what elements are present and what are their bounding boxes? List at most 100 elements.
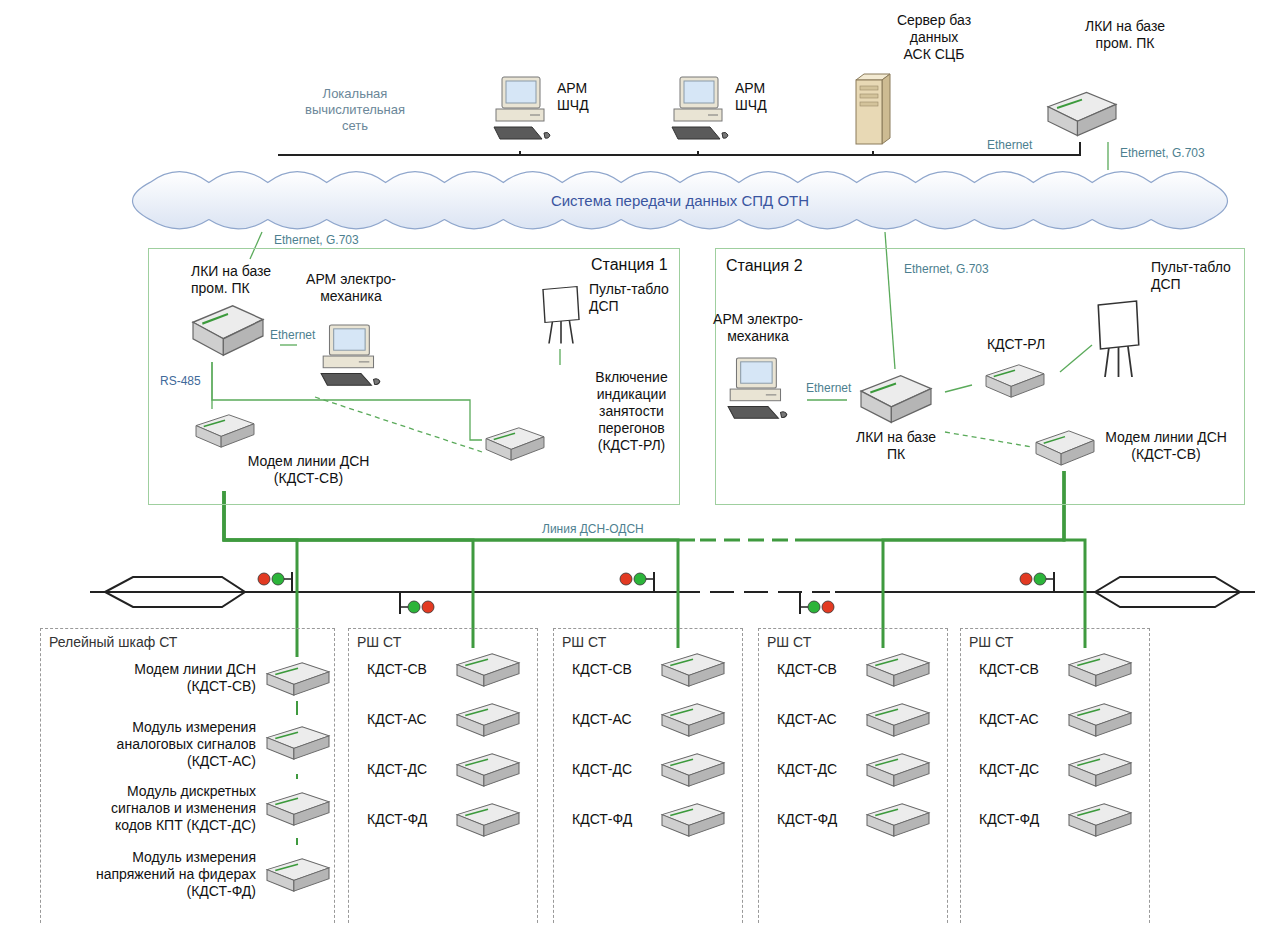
feeder-module: КДСТ-ФД xyxy=(773,798,933,842)
connector-label: Ethernet, G.703 xyxy=(272,233,361,247)
connector xyxy=(1060,345,1092,372)
box-icon xyxy=(486,426,544,462)
node-label: Модуль измерения аналоговых сигналов (КД… xyxy=(91,719,256,770)
connector xyxy=(296,701,298,715)
node-label: Модем линии ДСН (КДСТ-СВ) xyxy=(1101,429,1231,463)
connector-label: Ethernet xyxy=(804,381,853,395)
box-icon xyxy=(861,373,931,425)
connector-label: Ethernet xyxy=(268,328,317,342)
analog-module: КДСТ-АС xyxy=(773,698,933,742)
node-label: Релейный шкаф СТ xyxy=(49,633,249,651)
node-label: Станция 1 xyxy=(591,255,691,275)
modem-device: КДСТ-СВ xyxy=(568,648,728,692)
connector-label: Ethernet, G.703 xyxy=(1118,146,1207,160)
connector xyxy=(807,399,847,400)
box-icon xyxy=(867,802,929,838)
connector xyxy=(296,774,298,779)
discrete-module: КДСТ-ДС xyxy=(975,748,1135,792)
box-icon xyxy=(662,802,724,838)
node-label: КДСТ-СВ xyxy=(367,661,452,678)
connector xyxy=(280,344,297,345)
connector xyxy=(885,232,895,369)
connector xyxy=(224,491,473,648)
connector xyxy=(873,142,1080,155)
node-label: Модуль дискретных сигналов и изменения к… xyxy=(91,783,256,834)
box-icon xyxy=(986,363,1044,399)
box-icon xyxy=(457,802,519,838)
node-label: Включение индикации занятости перегонов … xyxy=(589,369,674,454)
node-label: КДСТ-ДС xyxy=(367,761,452,778)
station-frame: ЛКИ на базе пром. ПКАРМ электро-механика… xyxy=(148,248,680,505)
node-label: РШ СТ xyxy=(357,633,457,651)
display-panel: Пульт-табло ДСП xyxy=(1092,255,1243,383)
node-label: КДСТ-АС xyxy=(979,711,1064,728)
display-panel: Пульт-табло ДСП xyxy=(537,277,681,349)
gateway-pc: ЛКИ на базе пром. ПК xyxy=(1044,14,1179,142)
signal-symbol xyxy=(258,572,292,592)
box-icon xyxy=(867,752,929,788)
pc-icon xyxy=(492,75,554,147)
box-icon xyxy=(662,752,724,788)
connector-label: RS-485 xyxy=(158,374,203,388)
node-label: КДСТ-СВ xyxy=(979,661,1064,678)
indication-device: Включение индикации занятости перегонов … xyxy=(482,365,678,466)
box-icon xyxy=(267,725,329,761)
relay-cabinet: КДСТ-СВКДСТ-АСКДСТ-ДСКДСТ-ФДРШ СТ xyxy=(758,628,948,925)
pc-icon xyxy=(670,75,732,147)
box-icon xyxy=(457,752,519,788)
node-label: КДСТ-СВ xyxy=(572,661,657,678)
indication-device: КДСТ-РЛ xyxy=(972,332,1060,403)
node-label: РШ СТ xyxy=(562,633,662,651)
box-icon xyxy=(457,652,519,688)
connector xyxy=(520,151,698,155)
modem-device: Модем линии ДСН (КДСТ-СВ) xyxy=(87,657,333,701)
modem-device: КДСТ-СВ xyxy=(363,648,523,692)
node-label: Модем линии ДСН (КДСТ-СВ) xyxy=(246,453,371,487)
node-label: РШ СТ xyxy=(767,633,867,651)
gateway-pc: ЛКИ на базе ПК xyxy=(847,369,945,467)
connector xyxy=(1064,471,1085,648)
easel-icon xyxy=(541,285,581,345)
box-icon xyxy=(457,702,519,738)
box-icon xyxy=(267,857,329,893)
box-icon xyxy=(867,702,929,738)
node-label: КДСТ-ФД xyxy=(777,811,862,828)
db-server: Сервер баз данных АСК СЦБ xyxy=(848,8,977,151)
node-label: КДСТ-ФД xyxy=(367,811,452,828)
feeder-module: КДСТ-ФД xyxy=(975,798,1135,842)
node-label: КДСТ-ДС xyxy=(777,761,862,778)
signal-symbol xyxy=(800,592,834,614)
box-icon xyxy=(267,791,329,827)
node-label: Станция 2 xyxy=(726,256,826,276)
node-label: КДСТ-АС xyxy=(777,711,862,728)
node-label: КДСТ-АС xyxy=(367,711,452,728)
node-label: Модем линии ДСН (КДСТ-СВ) xyxy=(91,661,256,695)
workstation: АРМ ШЧД xyxy=(488,71,603,151)
node-label: Сервер баз данных АСК СЦБ xyxy=(895,12,973,63)
node-label: ЛКИ на базе пром. ПК xyxy=(1075,18,1175,52)
network-cloud: Система передачи данных СПД ОТН xyxy=(120,170,1240,232)
connector xyxy=(945,432,1032,447)
relay-cabinet: КДСТ-СВКДСТ-АСКДСТ-ДСКДСТ-ФДРШ СТ xyxy=(960,628,1150,925)
connector xyxy=(224,491,678,648)
connector-label: Линия ДСН-ОДСН xyxy=(540,522,646,536)
relay-cabinet: КДСТ-СВКДСТ-АСКДСТ-ДСКДСТ-ФДРШ СТ xyxy=(553,628,743,925)
easel-icon xyxy=(1096,299,1141,379)
connector xyxy=(945,385,972,392)
discrete-module: Модуль дискретных сигналов и изменения к… xyxy=(87,779,333,838)
analog-module: КДСТ-АС xyxy=(363,698,523,742)
signal-symbol xyxy=(400,592,434,614)
connector xyxy=(224,471,1064,540)
analog-module: КДСТ-АС xyxy=(568,698,728,742)
node-label: Пульт-табло ДСП xyxy=(589,281,677,315)
node-label: АРМ ШЧД xyxy=(557,80,599,114)
relay-cabinet: КДСТ-СВ КДСТ-АС КДСТ-ДС КДСТ-ФД РШ СТ xyxy=(348,628,538,925)
line-gap xyxy=(700,539,790,542)
discrete-module: КДСТ-ДС xyxy=(568,748,728,792)
modem-device: КДСТ-СВ xyxy=(975,648,1135,692)
signal-symbol xyxy=(1020,572,1054,592)
gateway-pc: ЛКИ на базе пром. ПК xyxy=(187,259,280,362)
pc-icon xyxy=(726,356,791,426)
box-icon xyxy=(193,303,263,358)
node-label: КДСТ-РЛ xyxy=(976,336,1056,353)
